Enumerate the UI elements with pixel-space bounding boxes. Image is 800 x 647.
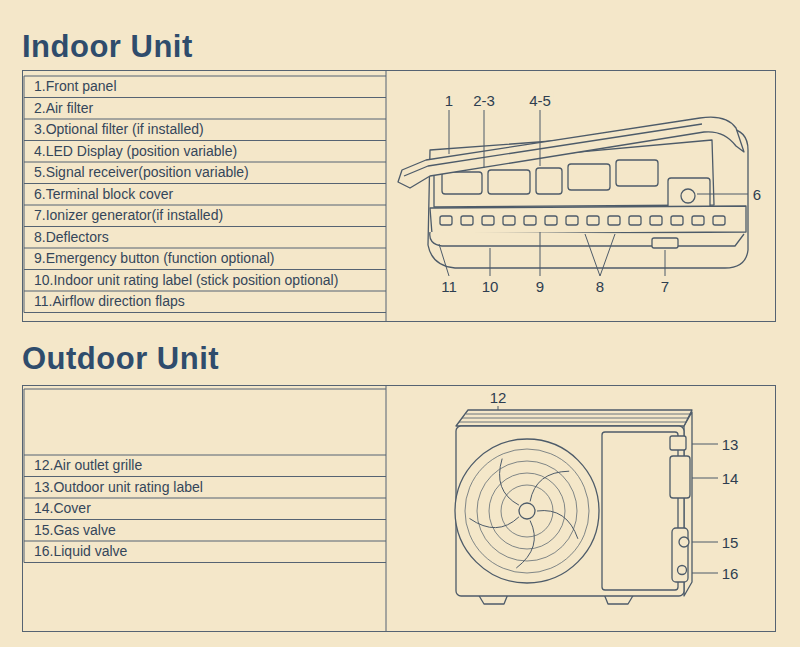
leader-line xyxy=(697,194,748,195)
cover xyxy=(670,456,690,498)
table-cell: 6.Terminal block cover xyxy=(34,184,173,206)
leader-line xyxy=(540,110,541,166)
deflector xyxy=(440,216,452,225)
fan-ring xyxy=(465,449,589,573)
deflector xyxy=(713,216,725,225)
leader-line xyxy=(692,542,718,543)
display-board xyxy=(536,168,562,194)
table-cell: 11.Airflow direction flaps xyxy=(34,291,185,313)
grille-slats xyxy=(459,414,690,422)
section-heading: Indoor Unit xyxy=(22,28,776,66)
leader-line xyxy=(585,234,615,276)
leader-line xyxy=(484,110,485,168)
fan-blade xyxy=(530,471,569,501)
table-cell: 1.Front panel xyxy=(34,76,117,98)
callout-number: 10 xyxy=(480,278,501,295)
table-cell: 12.Air outlet grille xyxy=(34,455,142,477)
callout-number: 14 xyxy=(720,470,741,487)
table-cell: 5.Signal receiver(position variable) xyxy=(34,162,249,184)
callout-number: 11 xyxy=(439,278,459,295)
panel-frame xyxy=(22,385,776,632)
deflector xyxy=(566,216,578,225)
table-cell: 9.Emergency button (function optional) xyxy=(34,248,274,270)
table-cell: 10.Indoor unit rating label (stick posit… xyxy=(34,270,338,292)
table-cell: 2.Air filter xyxy=(34,98,93,120)
callout-number: 1 xyxy=(443,92,455,109)
deflector xyxy=(503,216,515,225)
leader-line xyxy=(692,478,718,479)
deflector xyxy=(524,216,536,225)
outdoor-table-lines xyxy=(24,385,386,632)
outdoor-unit-drawing xyxy=(455,410,692,604)
deflectors xyxy=(440,216,725,225)
deflector xyxy=(671,216,683,225)
deflector xyxy=(692,216,704,225)
liquid-valve xyxy=(678,566,687,575)
deflector xyxy=(482,216,494,225)
air-filter xyxy=(568,164,610,190)
terminal-screw xyxy=(681,189,695,203)
fan-blade xyxy=(516,521,534,568)
fan-ring xyxy=(477,461,577,561)
fan-guard xyxy=(455,439,599,583)
rating-label xyxy=(670,436,686,450)
table-cell: 8.Deflectors xyxy=(34,227,109,249)
callout-number: 7 xyxy=(659,278,671,295)
table-cell: 3.Optional filter (if installed) xyxy=(34,119,204,141)
outdoor-front xyxy=(456,426,684,596)
table-cell: 4.LED Display (position variable) xyxy=(34,141,237,163)
valve-bracket xyxy=(672,528,688,582)
callout-number: 9 xyxy=(534,278,546,295)
deflector xyxy=(650,216,662,225)
side-panel xyxy=(602,432,678,590)
gas-valve xyxy=(679,537,689,547)
fan-hub xyxy=(519,503,535,519)
deflector xyxy=(587,216,599,225)
callout-number: 8 xyxy=(594,278,606,295)
callout-number: 4-5 xyxy=(527,92,553,109)
table-cell: 13.Outdoor unit rating label xyxy=(34,477,203,499)
indoor-table-lines xyxy=(24,70,386,322)
callout-number: 15 xyxy=(720,534,741,551)
callout-number: 12 xyxy=(488,389,509,406)
indoor-unit-drawing xyxy=(398,117,748,268)
callout-number: 2-3 xyxy=(471,92,497,109)
table-cell: 16.Liquid valve xyxy=(34,541,127,563)
table-cell: 15.Gas valve xyxy=(34,520,116,542)
air-filter xyxy=(488,170,530,194)
fan-blade xyxy=(537,511,578,539)
rating-label xyxy=(652,238,678,248)
callout-number: 13 xyxy=(720,436,741,453)
leader-line xyxy=(690,444,718,445)
leader-line xyxy=(665,250,666,276)
leader-line xyxy=(449,110,450,154)
leader-line xyxy=(690,573,718,574)
grille-strip xyxy=(430,206,746,234)
fan-blade xyxy=(469,517,518,528)
deflector xyxy=(461,216,473,225)
deflector xyxy=(629,216,641,225)
leader-line xyxy=(439,244,449,276)
callout-number: 16 xyxy=(720,565,741,582)
front-panel xyxy=(398,117,744,188)
fan-blade xyxy=(500,459,519,506)
air-filter xyxy=(616,160,658,186)
deflector xyxy=(608,216,620,225)
section-heading: Outdoor Unit xyxy=(22,340,776,378)
fan xyxy=(465,449,589,573)
table-cell: 14.Cover xyxy=(34,498,91,520)
air-filter xyxy=(442,172,482,194)
air-outlet-grille xyxy=(456,410,692,426)
leader-line xyxy=(540,232,541,276)
callout-number: 6 xyxy=(751,186,763,203)
leader-line xyxy=(490,248,491,276)
deflector xyxy=(545,216,557,225)
table-cell: 7.Ionizer generator(if installed) xyxy=(34,205,223,227)
